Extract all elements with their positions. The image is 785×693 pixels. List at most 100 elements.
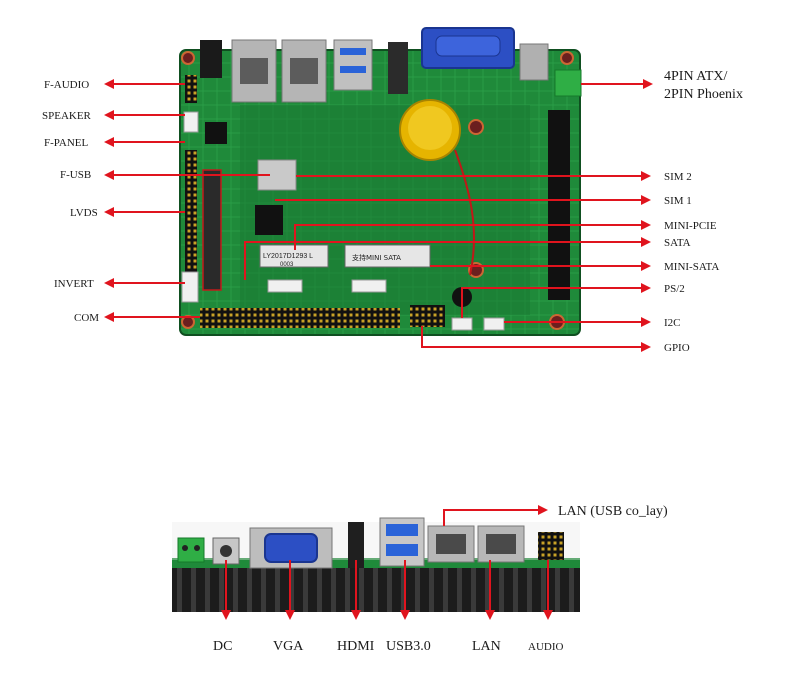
label-f-usb: F-USB (60, 169, 91, 181)
arrowhead (400, 610, 410, 620)
label-com: COM (74, 312, 99, 324)
dc-jack (519, 43, 549, 81)
arrow-gpio (421, 326, 643, 348)
arrowhead (641, 342, 651, 352)
mount-hole (560, 51, 574, 65)
label-invert: INVERT (54, 278, 94, 290)
label-atx-2: 2PIN Phoenix (664, 87, 743, 102)
arrowhead (104, 79, 114, 89)
hdmi-port (388, 42, 408, 94)
arrow-ps2 (461, 287, 643, 318)
io-vga-port (264, 533, 318, 563)
arrowhead (641, 220, 651, 230)
arrowhead (538, 505, 548, 515)
label-lan-usb: LAN (USB co_lay) (558, 504, 668, 519)
white-connector (181, 271, 199, 303)
arrow-lan-usb (443, 509, 540, 526)
top-motherboard: LY2017D1293 L 0003 支持MINI SATA (179, 27, 582, 336)
arrowhead (104, 207, 114, 217)
label-audio: AUDIO (528, 641, 563, 653)
arrowhead (641, 317, 651, 327)
label-atx-1: 4PIN ATX/ (664, 69, 728, 84)
f-audio-header (185, 75, 197, 103)
label-f-panel: F-PANEL (44, 137, 88, 149)
label-ps2: PS/2 (664, 283, 685, 295)
gpio-header (410, 305, 445, 327)
chip (205, 122, 227, 144)
usb3-tongue (340, 48, 366, 55)
io-hdmi-port (348, 522, 364, 568)
sodimm-slot (548, 110, 570, 300)
chip (255, 205, 283, 235)
arrowhead (351, 610, 361, 620)
lan-port-2-jack (290, 58, 318, 84)
label-usb3: USB3.0 (386, 639, 431, 654)
lan-port-1-jack (240, 58, 268, 84)
usb3-tongue (340, 66, 366, 73)
label-speaker: SPEAKER (42, 110, 92, 122)
io-pcb (172, 558, 580, 568)
io-dc-hole (220, 545, 232, 557)
mount-hole (181, 51, 195, 65)
top-right-callouts: 4PIN ATX/ 2PIN Phoenix SIM 2 SIM 1 MINI-… (244, 69, 743, 354)
label-sim1: SIM 1 (664, 195, 692, 207)
arrowhead (641, 283, 651, 293)
arrowhead (104, 278, 114, 288)
label-f-audio: F-AUDIO (44, 79, 89, 91)
arrowhead (104, 110, 114, 120)
io-callouts: LAN (USB co_lay) DC VGA HDMI USB3.0 LAN … (213, 504, 668, 654)
label-sata: SATA (664, 237, 691, 249)
arrowhead (643, 79, 653, 89)
label-gpio: GPIO (664, 342, 690, 354)
arrowhead (641, 195, 651, 205)
battery-cable (454, 149, 475, 276)
arrowhead (104, 137, 114, 147)
label-sim2: SIM 2 (664, 171, 692, 183)
arrowhead (543, 610, 553, 620)
audio-jack (200, 40, 222, 78)
io-usb3-port-bottom (386, 544, 418, 556)
arrowhead (104, 312, 114, 322)
sata-connector (267, 279, 303, 293)
io-panel (172, 517, 580, 612)
arrowhead (641, 237, 651, 247)
arrowhead (221, 610, 231, 620)
ps2-connector (451, 317, 473, 331)
io-phoenix-connector (177, 537, 205, 563)
arrowhead (485, 610, 495, 620)
mini-sata-slot (344, 244, 431, 268)
label-lan: LAN (472, 639, 501, 654)
label-mini-sata: MINI-SATA (664, 261, 719, 273)
phoenix-connector (554, 69, 582, 97)
part-number-text: LY2017D1293 L (263, 253, 313, 260)
vga-port-inner (435, 35, 501, 57)
sata-connector (351, 279, 387, 293)
mount-hole (468, 119, 484, 135)
arrowhead (641, 171, 651, 181)
usb3-port (333, 39, 373, 91)
label-lvds: LVDS (70, 207, 98, 219)
io-lan-jack-1 (436, 534, 466, 554)
i2c-connector (483, 317, 505, 331)
heatsink (172, 566, 580, 612)
part-code-text: 0003 (280, 262, 294, 268)
white-connector (183, 111, 199, 133)
cmos-battery-face (408, 106, 452, 150)
lvds-pins (185, 150, 197, 280)
io-lan-jack-2 (486, 534, 516, 554)
arrowhead (104, 170, 114, 180)
io-usb3-port-top (386, 524, 418, 536)
mini-sata-silkscreen: 支持MINI SATA (352, 253, 401, 262)
io-audio-pins (538, 532, 564, 560)
com-header (200, 308, 400, 328)
lvds-header (202, 169, 222, 291)
io-screw (194, 545, 200, 551)
label-mini-pcie: MINI-PCIE (664, 220, 717, 232)
arrow-sata (244, 241, 643, 280)
label-hdmi: HDMI (337, 639, 375, 654)
label-vga: VGA (273, 639, 304, 654)
label-dc: DC (213, 639, 232, 654)
top-left-callouts: F-AUDIO SPEAKER F-PANEL F-USB LVDS INVER… (42, 79, 270, 324)
label-i2c: I2C (664, 317, 681, 329)
